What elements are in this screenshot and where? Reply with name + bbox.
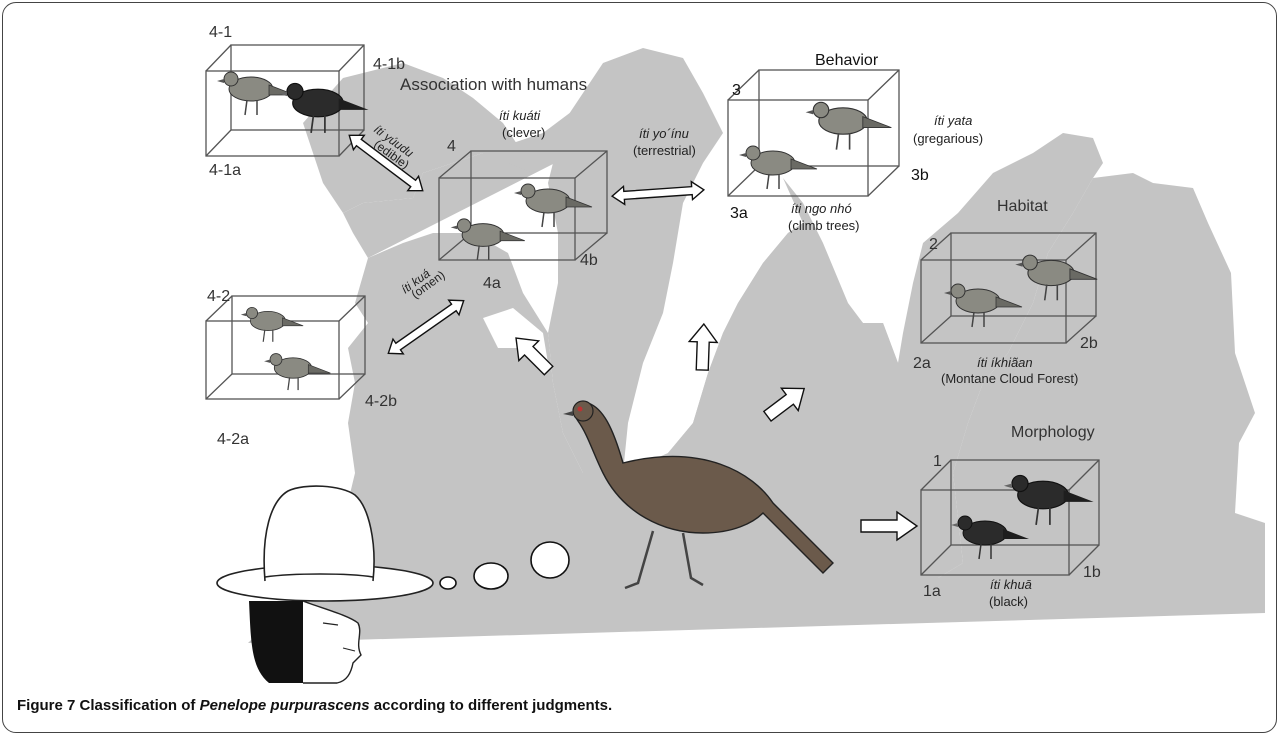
caption-species: Penelope purpurascens bbox=[200, 697, 370, 714]
box-3-sub-a: 3a bbox=[730, 205, 748, 222]
box-4-2-omen bbox=[206, 296, 365, 399]
bird-icon bbox=[241, 307, 303, 341]
bird-icon bbox=[264, 354, 330, 391]
box-4-gloss: (clever) bbox=[502, 125, 545, 140]
box-3-id: 3 bbox=[732, 82, 741, 99]
box-4-2-id: 4-2 bbox=[207, 288, 230, 305]
box-1-gloss: (black) bbox=[989, 594, 1028, 609]
figure-label: Figure 7 bbox=[17, 697, 75, 714]
bird-icon bbox=[806, 102, 892, 149]
classification-diagram: Association with humans 4 4a 4b íti kuát… bbox=[3, 3, 1277, 693]
box-4-term: íti kuáti bbox=[499, 108, 541, 123]
box-1-sub-a: 1a bbox=[923, 583, 941, 600]
climb-gloss: (climb trees) bbox=[788, 218, 860, 233]
box-3-sub-b: 3b bbox=[911, 167, 929, 184]
box-1-id: 1 bbox=[933, 453, 942, 470]
figure-caption: Figure 7 Classification of Penelope purp… bbox=[17, 697, 612, 714]
gregarious-term: íti yata bbox=[934, 113, 972, 128]
morphology-title: Morphology bbox=[1011, 424, 1095, 441]
box-4-sub-a: 4a bbox=[483, 275, 501, 292]
box-2-gloss: (Montane Cloud Forest) bbox=[941, 371, 1078, 386]
box-4-2-sub-a: 4-2a bbox=[217, 431, 249, 448]
terrestrial-term: íti yo´ínu bbox=[639, 126, 689, 141]
box-2-term: íti íkhiãan bbox=[977, 355, 1033, 370]
box-4-1-sub-a: 4-1a bbox=[209, 162, 241, 179]
bird-icon bbox=[739, 146, 817, 189]
box-1-term: íti khuā bbox=[990, 577, 1032, 592]
box-4-sub-b: 4b bbox=[580, 252, 598, 269]
climb-term: íti ngo nhó bbox=[791, 201, 852, 216]
caption-text-before: Classification of bbox=[75, 697, 199, 714]
box-3-behavior bbox=[728, 70, 899, 196]
terrestrial-gloss: (terrestrial) bbox=[633, 143, 696, 158]
box-2-sub-a: 2a bbox=[913, 355, 931, 372]
box-4-1-id: 4-1 bbox=[209, 24, 232, 41]
association-title: Association with humans bbox=[400, 75, 587, 94]
behavior-title: Behavior bbox=[815, 52, 879, 69]
box-4-id: 4 bbox=[447, 138, 456, 155]
box-2-id: 2 bbox=[929, 236, 938, 253]
habitat-title: Habitat bbox=[997, 198, 1048, 215]
gregarious-gloss: (gregarious) bbox=[913, 131, 983, 146]
box-4-1-sub-b: 4-1b bbox=[373, 56, 405, 73]
box-1-sub-b: 1b bbox=[1083, 564, 1101, 581]
box-2-sub-b: 2b bbox=[1080, 335, 1098, 352]
caption-text-after: according to different judgments. bbox=[370, 697, 613, 714]
box-4-2-sub-b: 4-2b bbox=[365, 393, 397, 410]
